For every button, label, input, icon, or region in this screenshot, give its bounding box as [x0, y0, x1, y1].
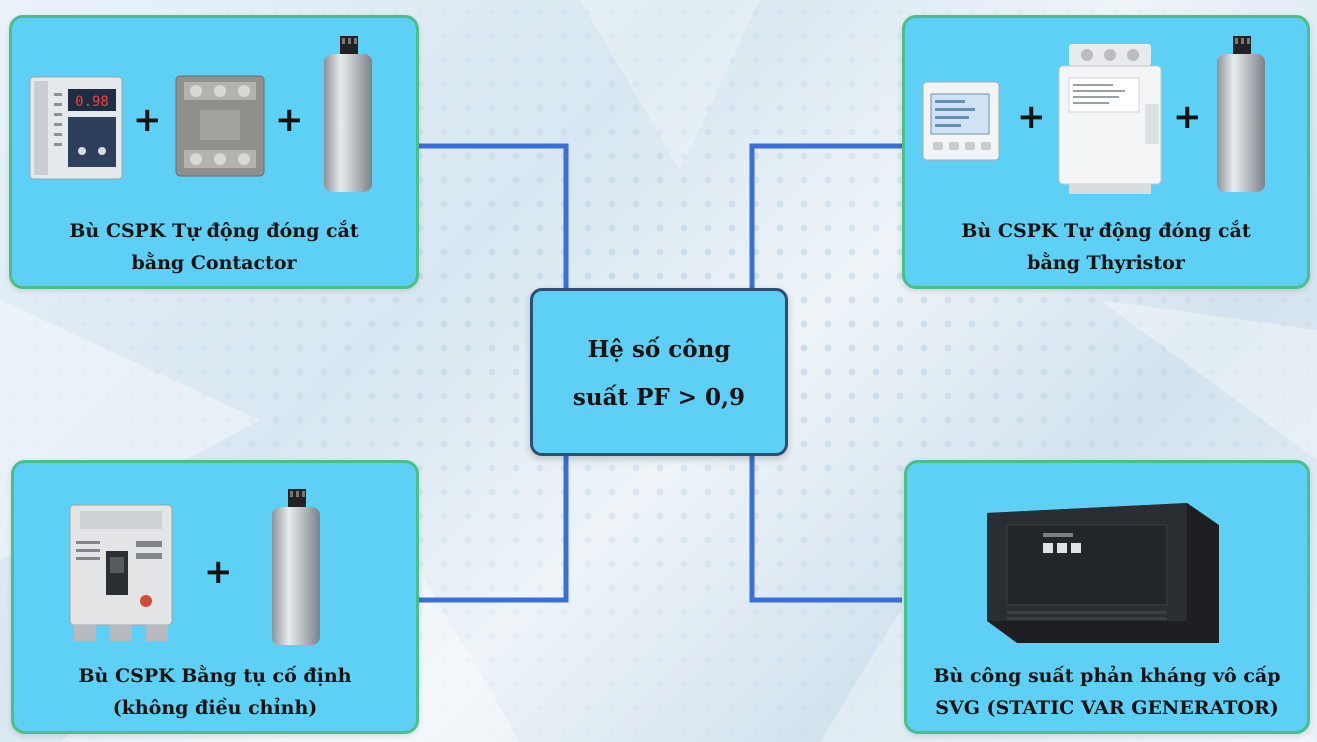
center-title-line2: suất PF > 0,9: [572, 384, 746, 411]
capacitor-icon: [324, 36, 372, 192]
contactor-icon: [175, 75, 265, 177]
meter-icon: [922, 81, 1000, 161]
svg-cabinet-icon: [987, 503, 1219, 643]
controller-icon: 0.98: [29, 76, 123, 180]
connector-top-left: [415, 143, 569, 290]
circuit-breaker-icon: [69, 504, 173, 641]
plus-sign: +: [1017, 97, 1046, 137]
card-thyristor: + + Bù CSPK Tự động đóng cắt bằng Thyris…: [902, 15, 1310, 289]
connector-bottom-right: [749, 455, 902, 603]
card-title: Bù CSPK Bằng tụ cố định (không điều chỉn…: [78, 665, 352, 719]
card-contactor: 0.98 + + Bù CSPK Tự động đóng cắt bằng C…: [9, 15, 419, 289]
connector-bottom-left: [415, 455, 569, 603]
center-power-factor-box: Hệ số công suất PF > 0,9: [530, 288, 788, 456]
card-title: Bù công suất phản kháng vô cấp SVG (STAT…: [933, 665, 1281, 719]
card-title: Bù CSPK Tự động đóng cắt bằng Thyristor: [961, 220, 1251, 274]
plus-sign: +: [275, 100, 304, 140]
card-static-var-generator: Bù công suất phản kháng vô cấp SVG (STAT…: [904, 460, 1310, 734]
plus-sign: +: [204, 552, 233, 592]
connector-top-right: [749, 143, 902, 290]
center-title-line1: Hệ số công: [587, 336, 731, 363]
capacitor-icon: [1217, 36, 1265, 192]
svg-text:0.98: 0.98: [75, 94, 109, 110]
thyristor-switch-icon: [1058, 44, 1162, 194]
capacitor-icon: [272, 489, 320, 645]
card-title: Bù CSPK Tự động đóng cắt bằng Contactor: [69, 220, 359, 274]
plus-sign: +: [1173, 97, 1202, 137]
card-fixed-capacitor: + Bù CSPK Bằng tụ cố định (không điều ch…: [11, 460, 419, 734]
plus-sign: +: [133, 100, 162, 140]
